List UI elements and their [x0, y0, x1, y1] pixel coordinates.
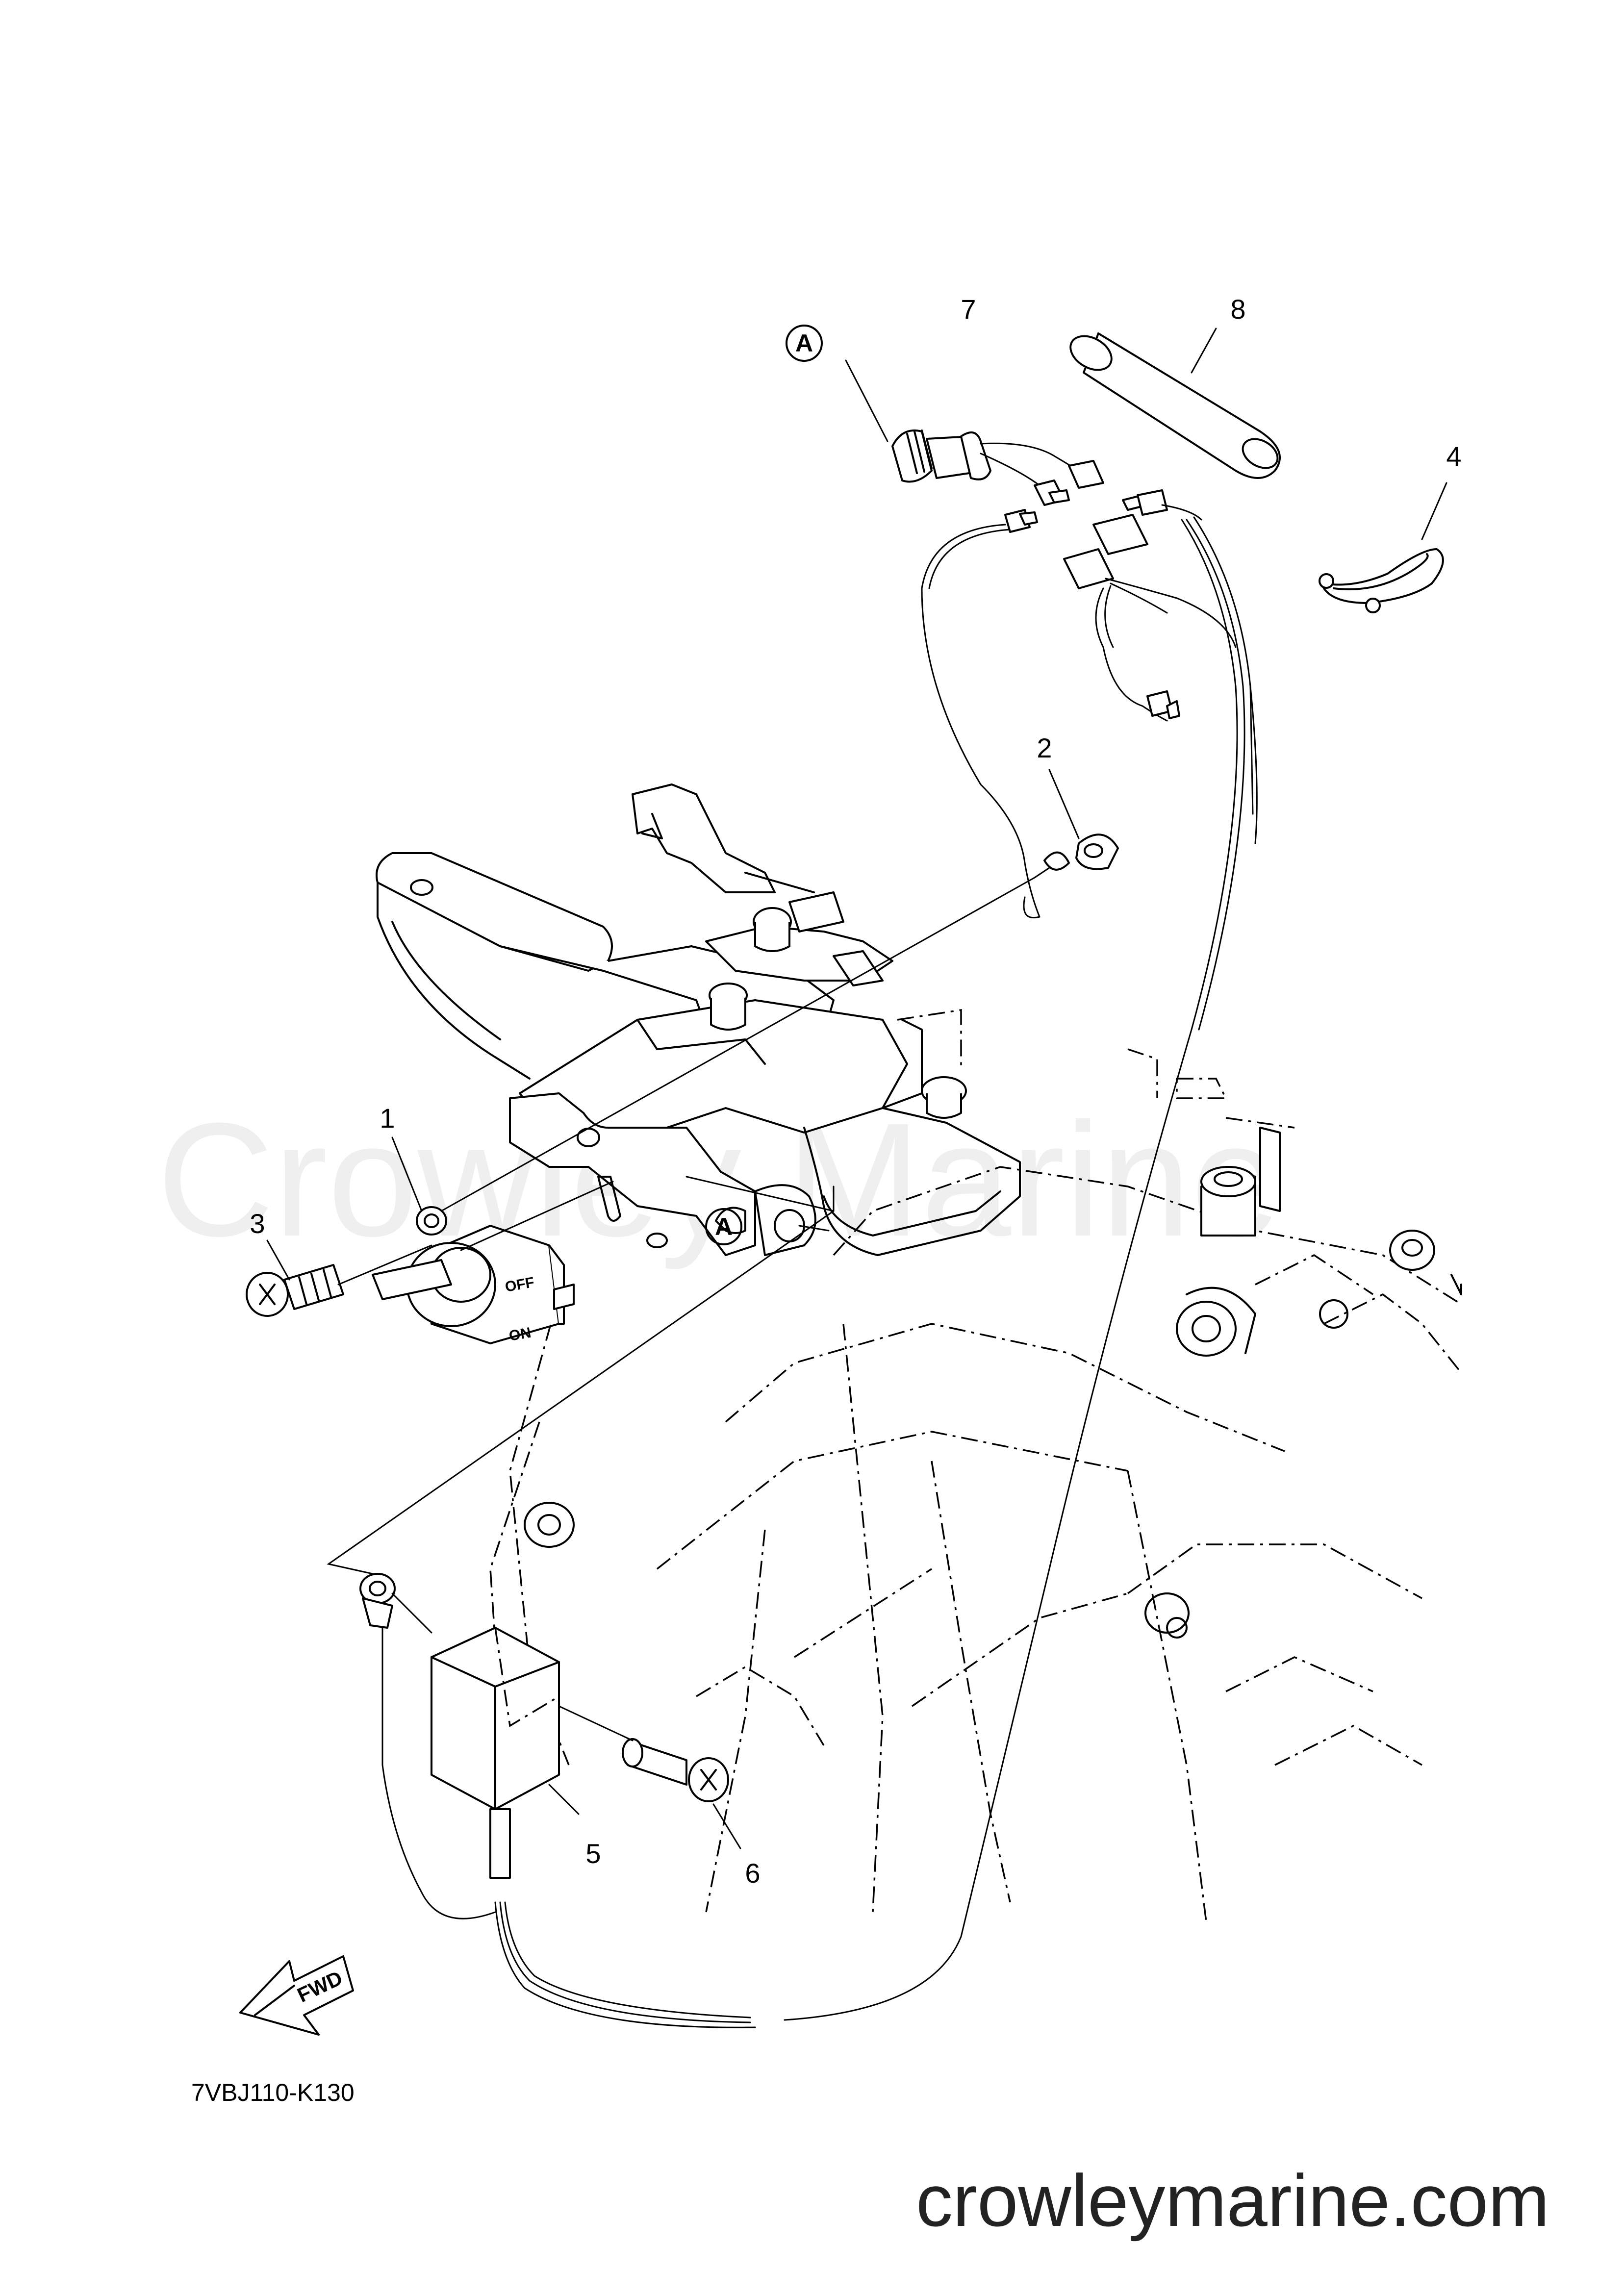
part-6-bolt: [622, 1738, 729, 1802]
switch-on-label: ON: [508, 1325, 532, 1344]
ref-a-top: A: [786, 325, 823, 362]
ref-a-middle-label: A: [715, 1213, 733, 1240]
callout-2: 2: [1037, 732, 1052, 763]
callout-5: 5: [585, 1838, 601, 1869]
part-3-screw: [246, 1264, 344, 1317]
part-8-sleeve: [1069, 332, 1281, 479]
part-5-box: [431, 1627, 560, 1879]
ground-terminal: [359, 1573, 396, 1629]
callout-4: 4: [1446, 441, 1461, 472]
engine-features: [524, 1127, 1462, 1639]
callout-numbers: 7 8 4 2 1 3 5 6: [250, 294, 1461, 1889]
ref-a-top-label: A: [795, 329, 813, 357]
fwd-arrow: FWD: [239, 1955, 354, 2036]
callout-8: 8: [1230, 294, 1245, 325]
part-2-nut: [1023, 833, 1119, 918]
callout-3: 3: [250, 1208, 265, 1239]
callout-1: 1: [380, 1103, 395, 1134]
wiring-harness: [381, 516, 1258, 2028]
part-4-clamp: [1319, 548, 1444, 613]
part-1-switch: OFF ON: [372, 1206, 575, 1344]
part-7-connector: [891, 429, 1237, 722]
ref-a-middle: A: [705, 1208, 742, 1245]
steering-bracket: [376, 852, 1021, 1256]
assembly-lines: [266, 328, 1447, 1849]
diagram-code: 7VBJ110-K130: [191, 2079, 355, 2106]
callout-6: 6: [745, 1858, 760, 1889]
throttle-lever-assembly: [632, 783, 893, 986]
callout-7: 7: [961, 294, 976, 325]
website-url: crowleymarine.com: [916, 2159, 1549, 2242]
